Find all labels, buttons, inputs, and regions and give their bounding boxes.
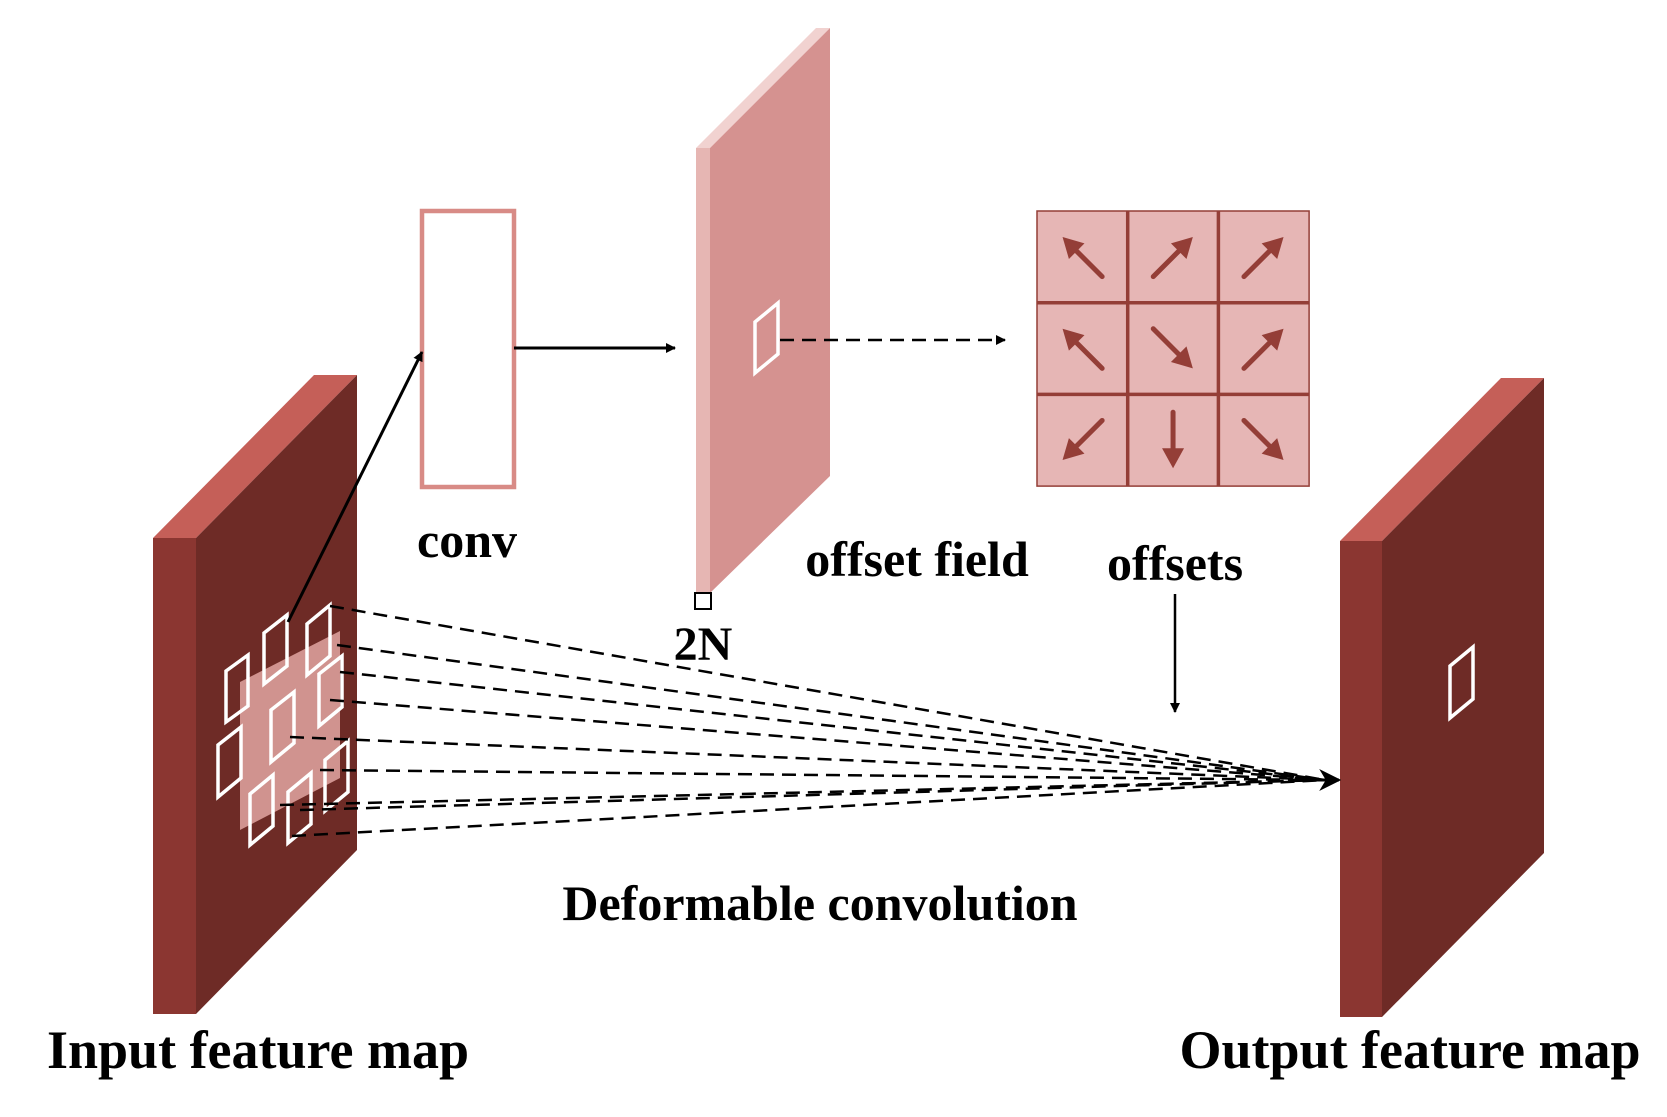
offset-arrow-down-right-icon <box>1241 417 1284 461</box>
offset-field-side-face <box>696 148 710 593</box>
channel-depth-marker <box>694 592 712 610</box>
input-feature-map <box>153 375 357 1014</box>
dashed-ray <box>329 604 1326 782</box>
offset-arrow-down-icon <box>1162 409 1185 469</box>
offset-arrow-up-right-icon <box>1241 237 1284 280</box>
offset-arrow-up-left-icon <box>1062 328 1105 371</box>
offset-arrow-up-right-icon <box>1150 237 1193 280</box>
sampling-box <box>269 688 296 766</box>
dashed-ray <box>329 698 1326 782</box>
offset-field-map <box>694 28 830 610</box>
channels-label: 2N <box>674 618 733 671</box>
dashed-ray <box>319 768 1326 782</box>
input-map-front-face <box>153 538 196 1014</box>
output-feature-map-label: Output feature map <box>1179 1020 1640 1080</box>
conv-layer-box <box>419 208 517 490</box>
dashed-ray <box>291 778 1326 838</box>
dashed-ray <box>339 670 1326 782</box>
input-map-top-face <box>153 375 357 538</box>
offsets-grid <box>1036 210 1310 487</box>
sampling-box <box>224 651 250 726</box>
deformable-convolution-label: Deformable convolution <box>562 875 1077 931</box>
output-sampling-box <box>1448 643 1475 722</box>
offset-arrow-up-left-icon <box>1062 237 1105 280</box>
output-map-top-face <box>1340 378 1544 541</box>
sampling-box <box>305 601 332 679</box>
dashed-ray <box>299 778 1326 812</box>
sampling-box <box>323 737 350 815</box>
dashed-ray <box>336 643 1326 782</box>
sampling-box <box>216 723 243 801</box>
offset-arrow-down-left-icon <box>1062 417 1105 461</box>
output-map-side-face <box>1382 378 1544 1017</box>
offset-field-label: offset field <box>805 531 1029 587</box>
input-sampling-boxes <box>216 601 350 849</box>
dashed-ray <box>289 735 1326 782</box>
offset-arrow-down-right-icon <box>1150 326 1193 369</box>
sampling-box <box>248 771 275 849</box>
sampling-box <box>317 652 344 730</box>
offset-field-sampling-box <box>753 299 780 377</box>
sampling-box <box>262 611 289 688</box>
offset-field-top-face <box>696 28 830 148</box>
offsets-label: offsets <box>1107 535 1243 591</box>
conv-label: conv <box>417 512 517 568</box>
sampling-to-output-dashed-lines <box>279 604 1326 838</box>
dashed-ray <box>279 778 1326 807</box>
sampling-box <box>286 769 313 847</box>
input-to-conv-arrow <box>286 351 424 623</box>
connectors <box>279 335 1342 838</box>
output-feature-map <box>1340 378 1544 1017</box>
input-feature-map-label: Input feature map <box>47 1020 469 1080</box>
offset-arrow-up-right-icon <box>1241 328 1284 371</box>
output-map-front-face <box>1340 541 1382 1017</box>
